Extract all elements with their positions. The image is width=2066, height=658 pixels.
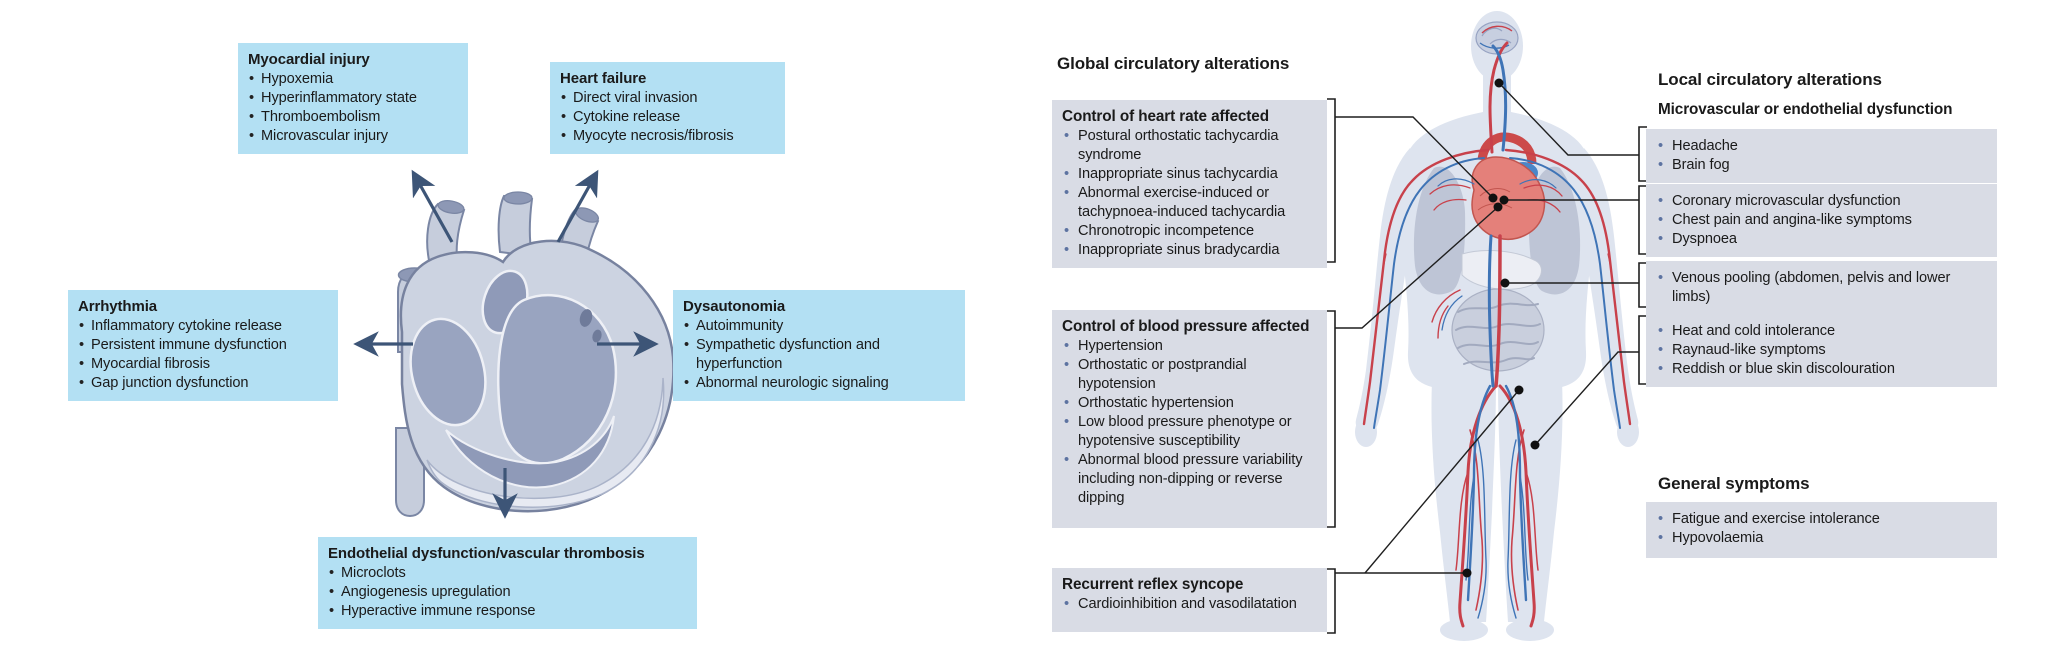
bullet-item: Dyspnoea <box>1656 230 1987 249</box>
bullet-item: Angiogenesis upregulation <box>328 583 687 602</box>
box-items: Heat and cold intoleranceRaynaud-like sy… <box>1656 322 1987 379</box>
bullet-item: Raynaud-like symptoms <box>1656 341 1987 360</box>
blood-pressure-box: Control of blood pressure affected Hyper… <box>1052 310 1327 528</box>
bullet-item: Inflammatory cytokine release <box>78 317 328 336</box>
bullet-item: Chronotropic incompetence <box>1062 222 1317 241</box>
box-items: Cardioinhibition and vasodilatation <box>1062 595 1317 614</box>
bullet-item: Coronary microvascular dysfunction <box>1656 192 1987 211</box>
bullet-item: Heat and cold intolerance <box>1656 322 1987 341</box>
bullet-item: Direct viral invasion <box>560 89 775 108</box>
arrhythmia-box: Arrhythmia Inflammatory cytokine release… <box>68 290 338 401</box>
bullet-item: Headache <box>1656 137 1987 156</box>
bullet-item: Venous pooling (abdomen, pelvis and lowe… <box>1656 269 1987 307</box>
microvascular-subheading: Microvascular or endothelial dysfunction <box>1658 101 1953 118</box>
connector-lines <box>1335 82 1639 574</box>
bullet-item: Autoimmunity <box>683 317 955 336</box>
body-illustration <box>1355 11 1639 641</box>
endothelial-dysfunction-box: Endothelial dysfunction/vascular thrombo… <box>318 537 697 629</box>
bullet-item: Postural orthostatic tachycardia syndrom… <box>1062 127 1317 165</box>
bullet-item: Reddish or blue skin discolouration <box>1656 360 1987 379</box>
bullet-item: Hyperinflammatory state <box>248 89 458 108</box>
bullet-item: Low blood pressure phenotype or hypotens… <box>1062 413 1317 451</box>
box-title: Control of blood pressure affected <box>1062 318 1310 335</box>
bullet-item: Inappropriate sinus bradycardia <box>1062 241 1317 260</box>
box-items: HeadacheBrain fog <box>1656 137 1987 175</box>
bullet-item: Thromboembolism <box>248 108 458 127</box>
bullet-item: Hyperactive immune response <box>328 602 687 621</box>
heart-rate-box: Control of heart rate affected Postural … <box>1052 100 1327 268</box>
bullet-item: Abnormal blood pressure variability incl… <box>1062 451 1317 508</box>
bullet-item: Sympathetic dysfunction and hyperfunctio… <box>683 336 955 374</box>
heart-failure-box: Heart failure Direct viral invasionCytok… <box>550 62 785 154</box>
bullet-item: Gap junction dysfunction <box>78 374 328 393</box>
bullet-item: Fatigue and exercise intolerance <box>1656 510 1987 529</box>
box-title: Endothelial dysfunction/vascular thrombo… <box>328 545 645 562</box>
box-items: Direct viral invasionCytokine releaseMyo… <box>560 89 775 146</box>
bullet-item: Myocardial fibrosis <box>78 355 328 374</box>
connector-dots <box>1462 78 1540 578</box>
arteries <box>1362 41 1632 628</box>
bullet-item: Cytokine release <box>560 108 775 127</box>
bullet-item: Abnormal neurologic signaling <box>683 374 955 393</box>
box-items: HypertensionOrthostatic or postprandial … <box>1062 337 1317 508</box>
head-symptoms-box: HeadacheBrain fog <box>1646 129 1997 183</box>
box-title: Myocardial injury <box>248 51 370 68</box>
connector-brackets <box>1327 98 1647 634</box>
heart-illustration <box>395 191 675 518</box>
box-title: Control of heart rate affected <box>1062 108 1269 125</box>
veins <box>1373 44 1621 619</box>
box-title: Heart failure <box>560 70 647 87</box>
reflex-syncope-box: Recurrent reflex syncope Cardioinhibitio… <box>1052 568 1327 632</box>
box-items: Fatigue and exercise intoleranceHypovola… <box>1656 510 1987 548</box>
myocardial-injury-box: Myocardial injury HypoxemiaHyperinflamma… <box>238 43 468 154</box>
bullet-item: Microvascular injury <box>248 127 458 146</box>
bullet-item: Brain fog <box>1656 156 1987 175</box>
brain <box>1475 21 1519 55</box>
general-symptoms-box: Fatigue and exercise intoleranceHypovola… <box>1646 502 1997 558</box>
bullet-item: Inappropriate sinus tachycardia <box>1062 165 1317 184</box>
box-items: HypoxemiaHyperinflammatory stateThromboe… <box>248 70 458 146</box>
bullet-item: Hypoxemia <box>248 70 458 89</box>
cardiac-symptoms-box: Coronary microvascular dysfunctionChest … <box>1646 184 1997 257</box>
box-items: Inflammatory cytokine releasePersistent … <box>78 317 328 393</box>
bullet-item: Persistent immune dysfunction <box>78 336 328 355</box>
box-title: Dysautonomia <box>683 298 786 315</box>
local-circulatory-heading: Local circulatory alterations <box>1658 70 1882 89</box>
bullet-item: Cardioinhibition and vasodilatation <box>1062 595 1317 614</box>
box-items: AutoimmunitySympathetic dysfunction and … <box>683 317 955 393</box>
general-symptoms-heading: General symptoms <box>1658 474 1810 493</box>
bullet-item: Orthostatic hypertension <box>1062 394 1317 413</box>
box-items: Postural orthostatic tachycardia syndrom… <box>1062 127 1317 260</box>
limb-symptoms-box: Heat and cold intoleranceRaynaud-like sy… <box>1646 314 1997 387</box>
bullet-item: Chest pain and angina-like symptoms <box>1656 211 1987 230</box>
bullet-item: Myocyte necrosis/fibrosis <box>560 127 775 146</box>
box-items: MicroclotsAngiogenesis upregulationHyper… <box>328 564 687 621</box>
box-items: Coronary microvascular dysfunctionChest … <box>1656 192 1987 249</box>
bullet-item: Hypertension <box>1062 337 1317 356</box>
global-circulatory-heading: Global circulatory alterations <box>1057 54 1290 73</box>
heart-arrows <box>353 169 659 519</box>
bullet-item: Abnormal exercise-induced or tachypnoea-… <box>1062 184 1317 222</box>
box-title: Recurrent reflex syncope <box>1062 576 1244 593</box>
bullet-item: Orthostatic or postprandial hypotension <box>1062 356 1317 394</box>
venous-pooling-box: Venous pooling (abdomen, pelvis and lowe… <box>1646 261 1997 315</box>
bullet-item: Hypovolaemia <box>1656 529 1987 548</box>
dysautonomia-box: Dysautonomia AutoimmunitySympathetic dys… <box>673 290 965 401</box>
box-title: Arrhythmia <box>78 298 158 315</box>
box-items: Venous pooling (abdomen, pelvis and lowe… <box>1656 269 1987 307</box>
bullet-item: Microclots <box>328 564 687 583</box>
